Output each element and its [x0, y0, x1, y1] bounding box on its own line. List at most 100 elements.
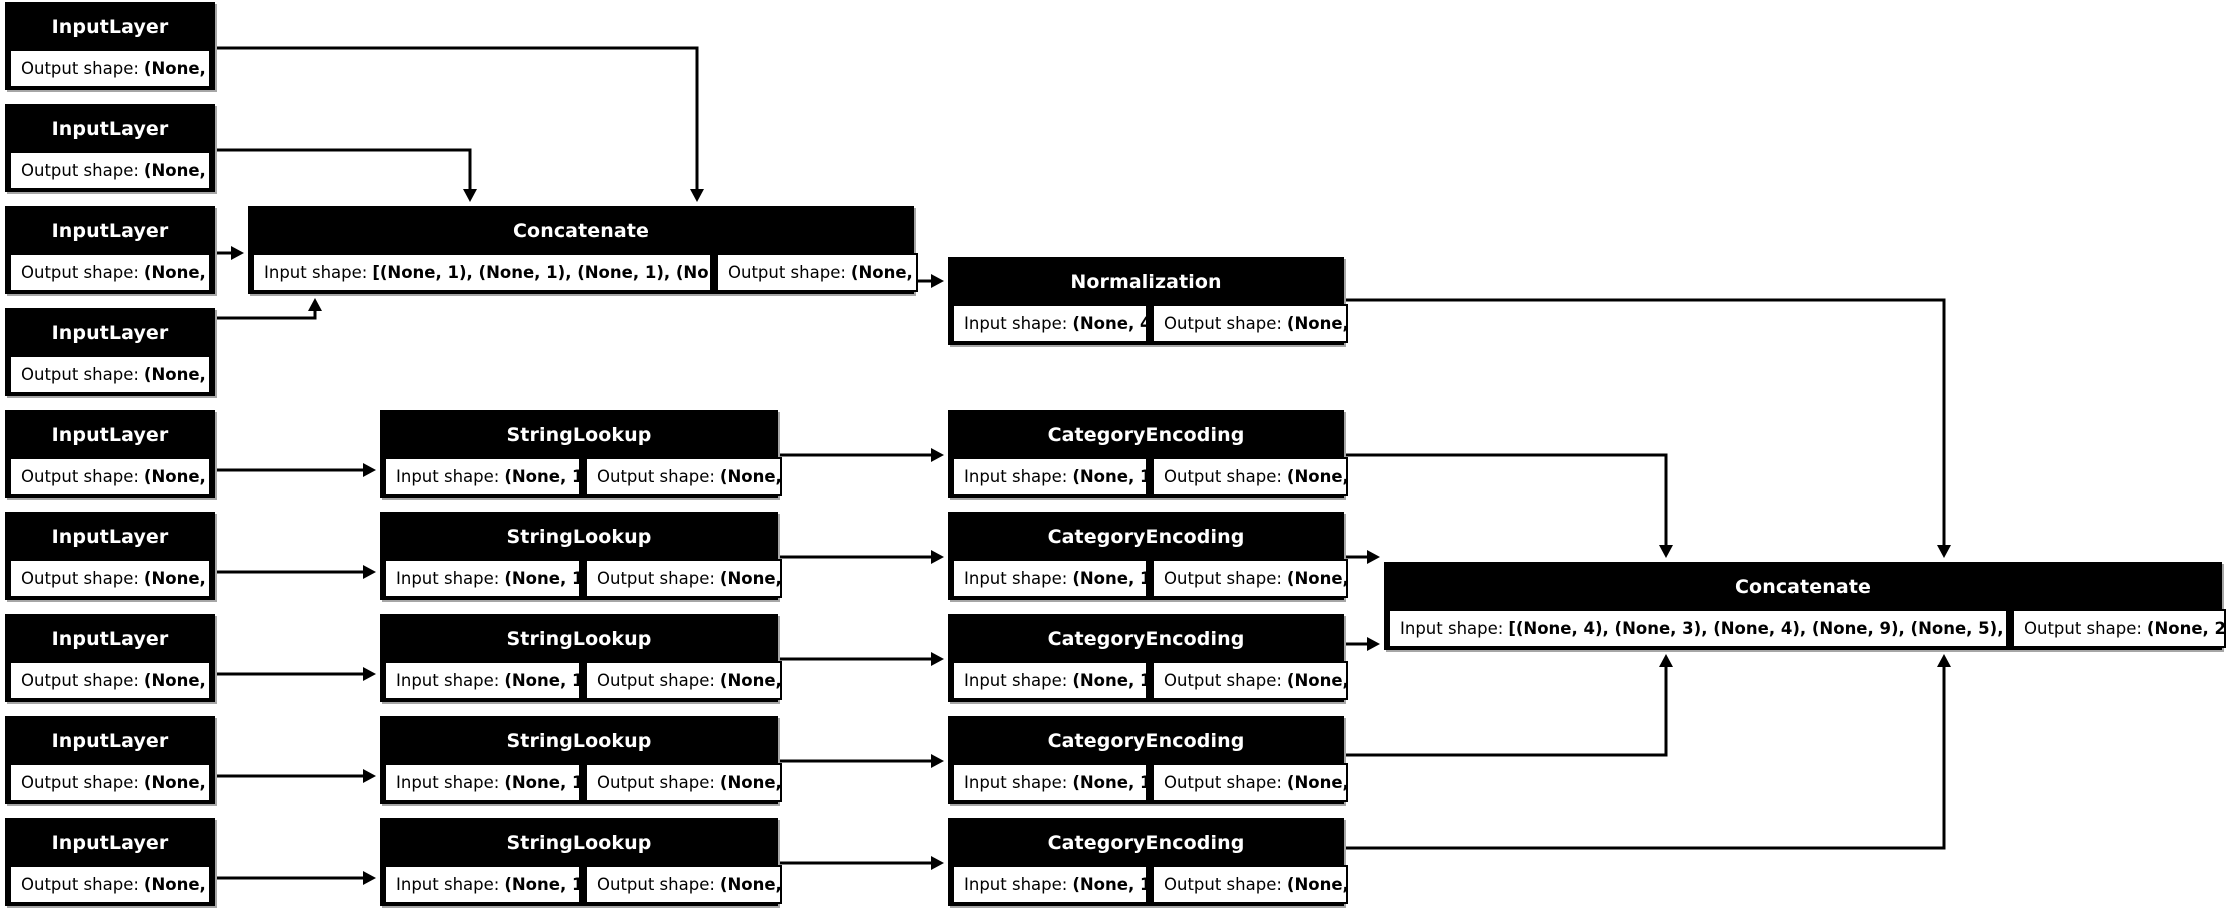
arrowhead-e-input4-concat — [308, 298, 322, 311]
input-shape-cell: Input shape:(None, 1) — [952, 763, 1148, 802]
arrowhead-e-lookup2-cat2 — [931, 550, 944, 564]
node-title: StringLookup — [382, 820, 776, 865]
edge-e-input2-concat — [217, 148, 472, 189]
output-shape-cell: Output shape:(None, 1) — [585, 457, 782, 496]
node-title: InputLayer — [7, 718, 213, 763]
shape-label: Output shape: — [728, 263, 846, 282]
node-shape-row: Input shape:(None, 1)Output shape:(None,… — [382, 661, 782, 702]
shape-value: (None, 1) — [1072, 875, 1146, 894]
shape-value: (None, 1) — [504, 671, 579, 690]
shape-label: Input shape: — [964, 773, 1068, 792]
arrowhead-e-input8-lookup4 — [363, 769, 376, 783]
shape-value: (None, 3) — [1286, 875, 1348, 894]
node-title: InputLayer — [7, 208, 213, 253]
shape-label: Input shape: — [396, 467, 500, 486]
shape-label: Output shape: — [597, 773, 715, 792]
input-shape-cell: Input shape:(None, 1) — [384, 661, 581, 700]
shape-label: Output shape: — [597, 569, 715, 588]
arrowhead-e-concat-normalization — [931, 274, 944, 288]
node-shape-row: Output shape:(None, 1) — [7, 865, 213, 906]
arrowhead-e-cat3-concatall — [1367, 637, 1380, 651]
input-shape-cell: Input shape:(None, 1) — [952, 661, 1148, 700]
output-shape-cell: Output shape:(None, 3) — [1152, 865, 1348, 904]
edge-e-normalization-concatall — [1346, 298, 1946, 545]
shape-label: Output shape: — [21, 467, 139, 486]
node-title: InputLayer — [7, 4, 213, 49]
node-title: StringLookup — [382, 718, 776, 763]
node-title: InputLayer — [7, 310, 213, 355]
shape-label: Input shape: — [964, 875, 1068, 894]
node-title: CategoryEncoding — [950, 616, 1342, 661]
output-shape-cell: Output shape:(None, 1) — [9, 865, 211, 904]
shape-label: Input shape: — [396, 875, 500, 894]
output-shape-cell: Output shape:(None, 1) — [585, 763, 782, 802]
node-shape-row: Input shape:(None, 1)Output shape:(None,… — [382, 763, 782, 804]
node-title: Normalization — [950, 259, 1342, 304]
output-shape-cell: Output shape:(None, 1) — [9, 49, 211, 88]
shape-value: (None, 4) — [1286, 569, 1348, 588]
shape-label: Output shape: — [597, 875, 715, 894]
shape-value: (None, 1) — [1072, 773, 1146, 792]
arrowhead-e-input3-concat — [231, 246, 244, 260]
node-title: InputLayer — [7, 106, 213, 151]
output-shape-cell: Output shape:(None, 4) — [716, 253, 918, 292]
output-shape-cell: Output shape:(None, 1) — [9, 151, 211, 190]
shape-label: Output shape: — [1164, 875, 1282, 894]
node-title: InputLayer — [7, 514, 213, 559]
shape-label: Input shape: — [1400, 619, 1504, 638]
output-shape-cell: Output shape:(None, 5) — [1152, 763, 1348, 802]
node-title: Concatenate — [250, 208, 912, 253]
shape-value: (None, 1) — [143, 59, 209, 78]
shape-label: Output shape: — [21, 365, 139, 384]
shape-label: Input shape: — [264, 263, 368, 282]
input-shape-cell: Input shape:(None, 1) — [384, 865, 581, 904]
node-shape-row: Input shape:(None, 1)Output shape:(None,… — [382, 457, 782, 498]
shape-value: (None, 1) — [719, 467, 782, 486]
shape-label: Output shape: — [21, 59, 139, 78]
shape-value: (None, 1) — [143, 875, 209, 894]
shape-value: (None, 1) — [143, 569, 209, 588]
edge-e-input4-concat — [217, 311, 317, 320]
shape-label: Input shape: — [396, 773, 500, 792]
arrowhead-e-cat1-concatall — [1659, 545, 1673, 558]
output-shape-cell: Output shape:(None, 1) — [585, 865, 782, 904]
arrowhead-e-normalization-concatall — [1937, 545, 1951, 558]
output-shape-cell: Output shape:(None, 1) — [9, 457, 211, 496]
output-shape-cell: Output shape:(None, 28) — [2012, 609, 2226, 648]
shape-value: (None, 9) — [1286, 671, 1348, 690]
arrowhead-e-input6-lookup2 — [363, 565, 376, 579]
node-title: CategoryEncoding — [950, 820, 1342, 865]
input-shape-cell: Input shape:(None, 1) — [384, 763, 581, 802]
node-shape-row: Input shape:(None, 1)Output shape:(None,… — [382, 559, 782, 600]
node-shape-row: Output shape:(None, 1) — [7, 49, 213, 90]
edge-e-input1-concat — [217, 46, 699, 189]
input-shape-cell: Input shape:(None, 1) — [384, 559, 581, 598]
shape-label: Input shape: — [964, 569, 1068, 588]
shape-label: Output shape: — [597, 467, 715, 486]
arrowhead-e-input9-lookup5 — [363, 871, 376, 885]
arrowhead-e-input2-concat — [463, 189, 477, 202]
shape-value: (None, 1) — [504, 467, 579, 486]
